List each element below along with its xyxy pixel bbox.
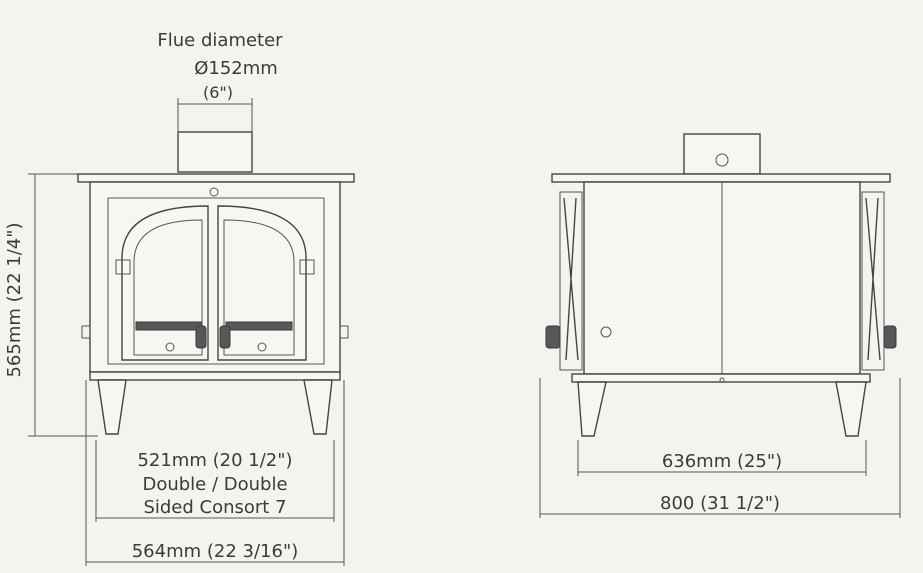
model-line-1-label: Double / Double (142, 474, 287, 495)
side-view (545, 133, 897, 437)
front-outer-width-label: 564mm (22 3/16") (132, 541, 299, 562)
flue-inch-label: (6") (203, 83, 233, 102)
front-flue-collar (177, 131, 253, 173)
front-right-glass (223, 219, 295, 356)
front-left-leg (97, 379, 127, 435)
side-right-door-detail (865, 197, 881, 361)
side-inner-width-label: 636mm (25") (662, 451, 782, 472)
front-right-side-knob (339, 325, 349, 339)
model-line-2-label: Sided Consort 7 (143, 497, 286, 518)
front-left-glass (133, 219, 203, 356)
front-right-door (217, 205, 307, 361)
side-left-handle (545, 325, 561, 349)
side-left-leg (577, 381, 607, 437)
side-right-handle (883, 325, 897, 349)
front-right-hinge (299, 259, 315, 275)
front-left-grate (135, 321, 203, 331)
front-dimensions (28, 98, 345, 566)
side-outer-width-label: 800 (31 1/2") (660, 493, 780, 514)
front-left-air-control (165, 342, 175, 352)
front-height-label: 565mm (22 1/4") (4, 222, 25, 377)
side-top-plate (551, 173, 891, 183)
side-right-leg (835, 381, 867, 437)
side-left-door-profile (559, 191, 583, 371)
front-left-handle (195, 325, 207, 349)
side-left-door-detail (563, 197, 579, 361)
flue-mm-label: Ø152mm (194, 58, 278, 79)
front-left-side-knob (81, 325, 91, 339)
front-top-knob (209, 187, 219, 197)
side-knob (600, 326, 612, 338)
flue-title-label: Flue diameter (157, 30, 283, 51)
front-right-air-control (257, 342, 267, 352)
front-right-leg (303, 379, 333, 435)
front-right-grate (225, 321, 293, 331)
front-body (89, 181, 341, 373)
side-right-door-profile (861, 191, 885, 371)
side-dimensions (539, 378, 901, 518)
front-top-plate (77, 173, 355, 183)
front-base (89, 371, 341, 381)
side-flue-ring (715, 153, 729, 167)
front-left-door (121, 205, 209, 361)
front-left-hinge (115, 259, 131, 275)
front-right-handle (219, 325, 231, 349)
side-base-screw (719, 377, 725, 383)
front-inner-width-label: 521mm (20 1/2") (137, 450, 292, 471)
front-view (77, 131, 355, 435)
front-door-frame (107, 197, 325, 365)
